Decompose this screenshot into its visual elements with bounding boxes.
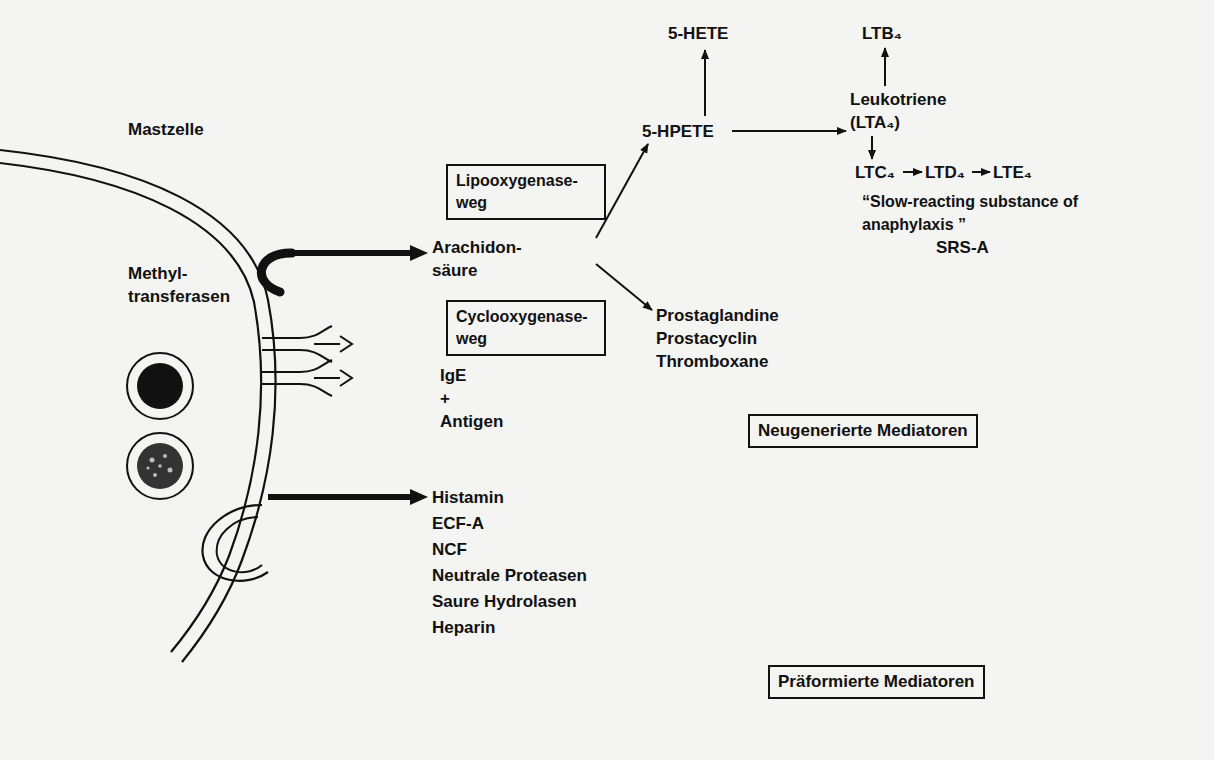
granule-speckle [146, 454, 172, 477]
substance-label: Arachidon- säure [432, 236, 532, 282]
cell-membrane [0, 150, 276, 662]
reaction-arrow [596, 48, 990, 310]
antibody-label: IgE + Antigen [440, 364, 480, 433]
mediator-label: NCF [432, 538, 467, 561]
mediator-label: Heparin [432, 616, 495, 639]
enzyme-label: Methyl- transferasen [128, 262, 243, 308]
note-text: “Slow-reacting substance of anaphylaxis … [862, 190, 1094, 236]
granule [137, 363, 183, 409]
thick-arrowhead [410, 489, 428, 505]
metabolite-label: LTC₄ [855, 161, 895, 184]
metabolite-label: LTE₄ [993, 161, 1032, 184]
metabolite-label: LTB₄ [862, 22, 902, 45]
thick-arrowhead [410, 245, 428, 261]
box-text: Neugenerierte Mediatoren [758, 420, 968, 442]
ige-receptor [262, 326, 352, 396]
mediator-label: Neutrale Proteasen [432, 564, 587, 587]
abbreviation-label: SRS-A [936, 236, 989, 259]
metabolite-label: 5-HPETE [642, 120, 714, 143]
cell-name: Mastzelle [128, 118, 204, 141]
mediator-group-box: Neugenerierte Mediatoren [748, 414, 978, 448]
thick-arrow [292, 250, 412, 256]
granule [127, 433, 193, 499]
mediator-label: Saure Hydrolasen [432, 590, 577, 613]
metabolite-label: 5-HETE [668, 22, 728, 45]
metabolite-label: Leukotriene (LTA₄) [850, 88, 962, 134]
metabolite-label: Prostaglandine Prostacyclin Thromboxane [656, 304, 796, 373]
box-text: Cyclooxygenase- weg [456, 306, 596, 350]
mediator-label: ECF-A [432, 512, 484, 535]
exocytosis-pocket [202, 505, 268, 581]
granule [137, 443, 183, 489]
box-text: Lipooxygenase- weg [456, 170, 596, 214]
methyltransferase-symbol [261, 253, 292, 292]
mediator-group-box: Präformierte Mediatoren [768, 665, 985, 699]
granule [127, 353, 193, 419]
thick-arrow [268, 494, 412, 500]
box-text: Präformierte Mediatoren [778, 671, 975, 693]
pathway-box: Lipooxygenase- weg [446, 164, 606, 220]
mediator-label: Histamin [432, 486, 504, 509]
metabolite-label: LTD₄ [925, 161, 965, 184]
exocytosis-pocket [217, 517, 262, 572]
pathway-box: Cyclooxygenase- weg [446, 300, 606, 356]
